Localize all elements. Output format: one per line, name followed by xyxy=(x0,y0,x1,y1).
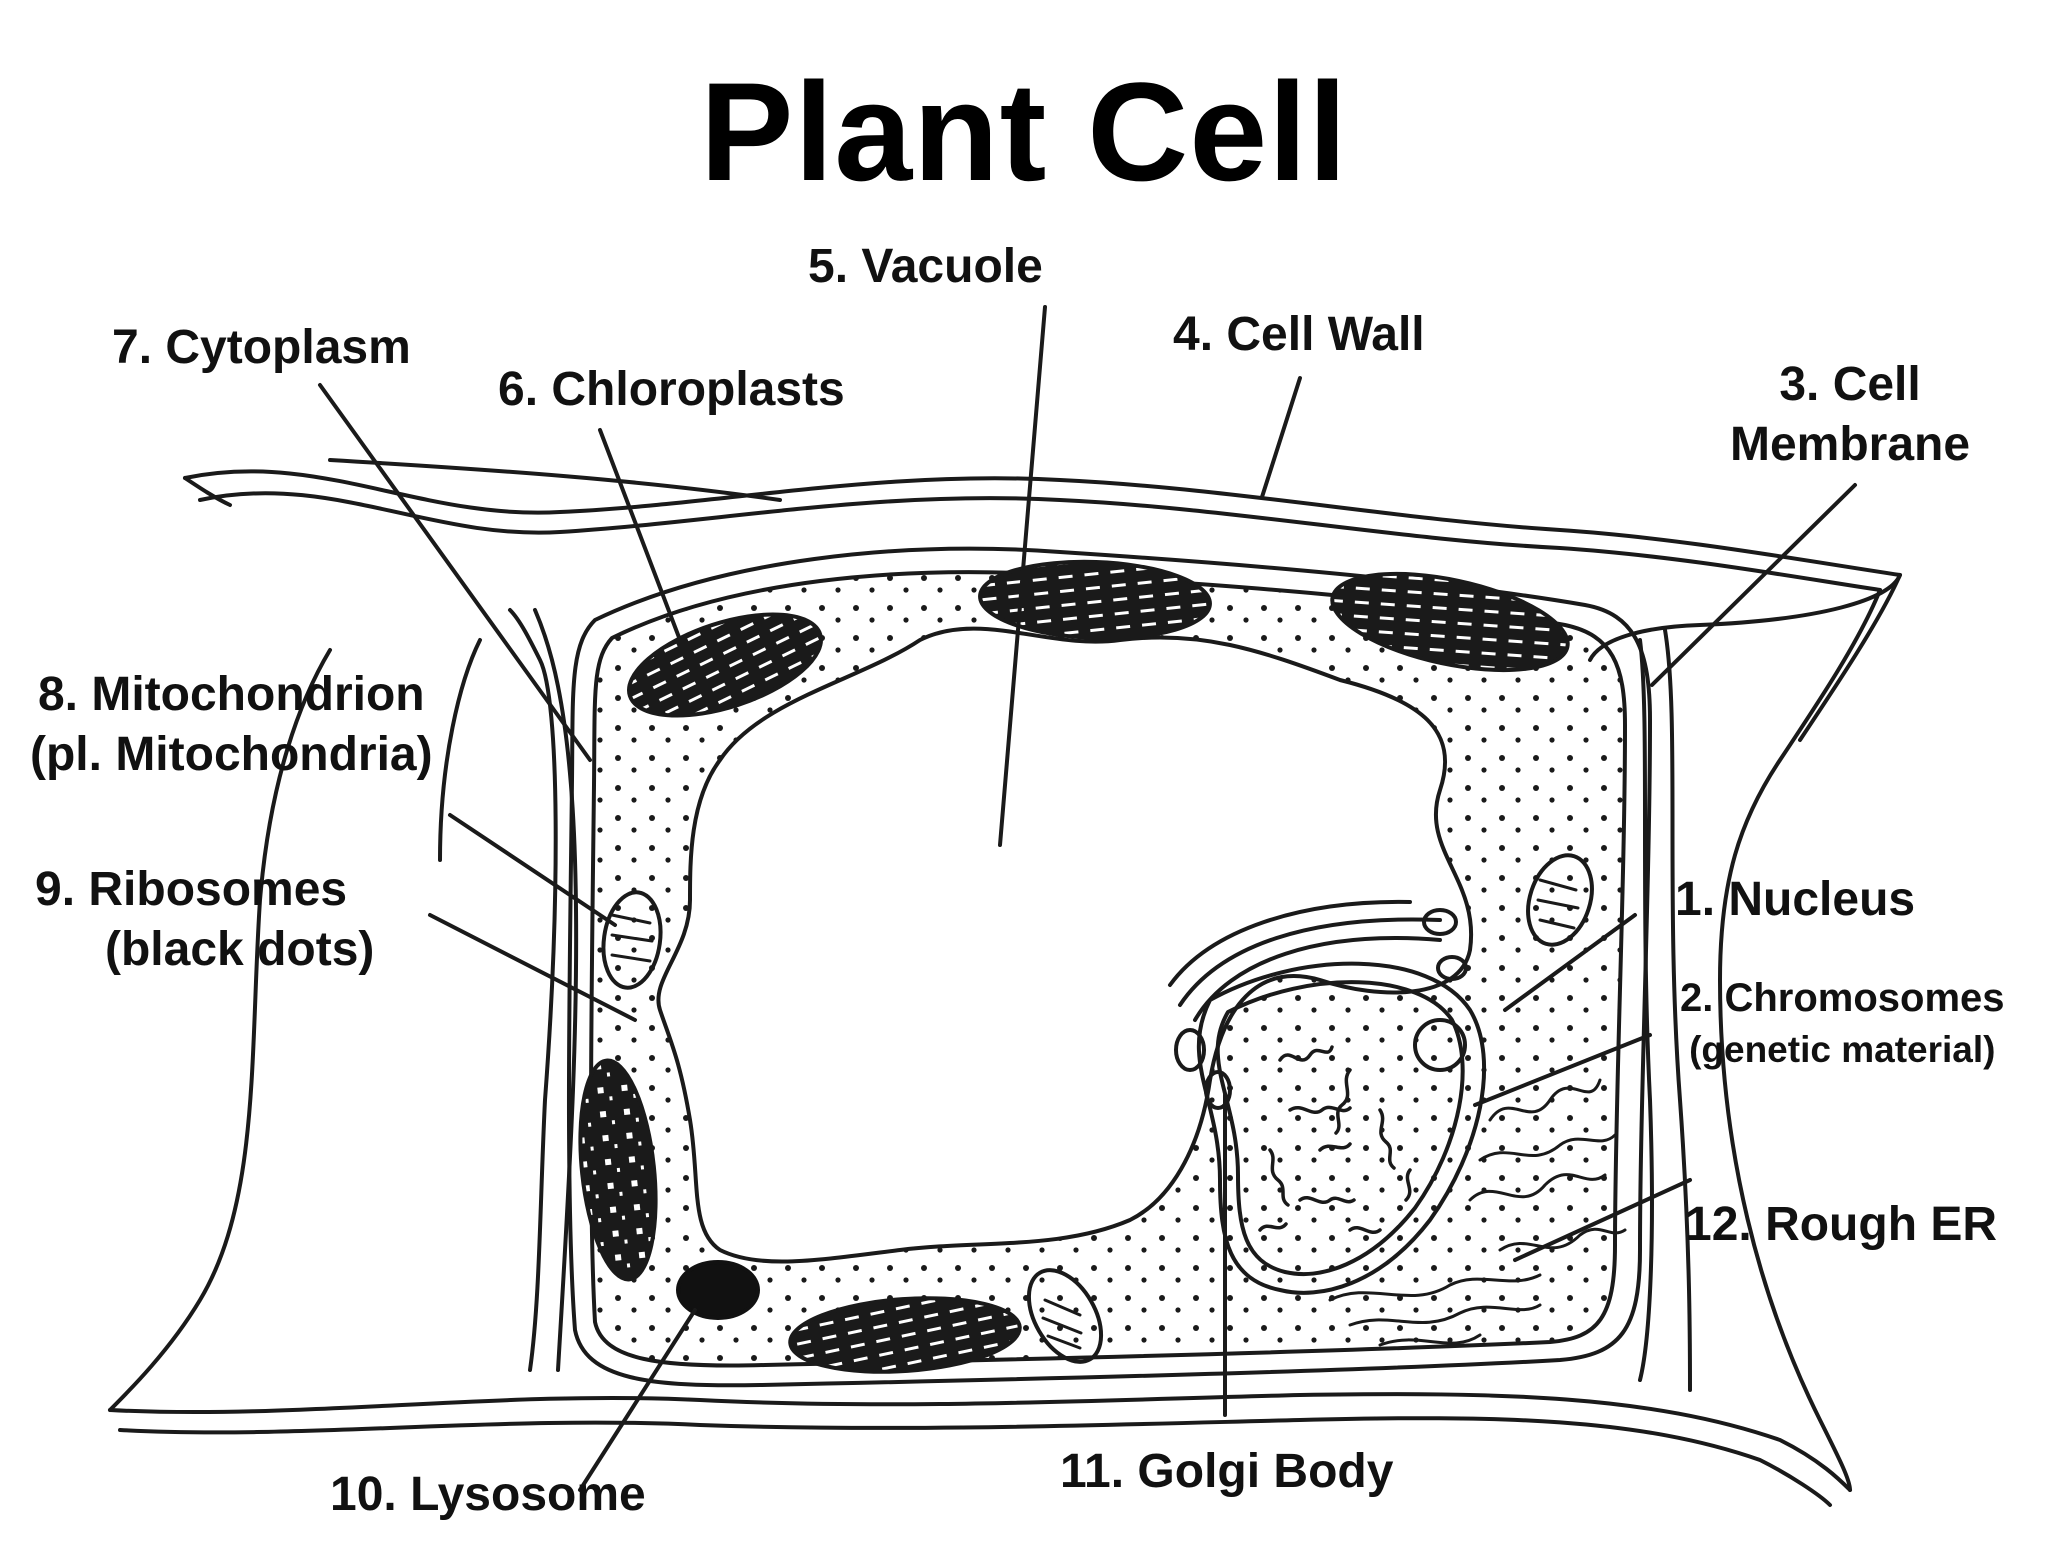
label-vacuole: 5. Vacuole xyxy=(808,237,1043,297)
label-lysosome: 10. Lysosome xyxy=(330,1465,646,1525)
nucleus xyxy=(1196,961,1487,1295)
label-lysosome-text: 10. Lysosome xyxy=(330,1468,646,1521)
label-nucleus: 1. Nucleus xyxy=(1675,870,1915,930)
label-rough-er-text: 12. Rough ER xyxy=(1685,1198,1998,1251)
label-golgi-body-text: 11. Golgi Body xyxy=(1060,1445,1394,1498)
label-cell-membrane-line1: 3. Cell xyxy=(1779,358,1921,411)
chloroplasts xyxy=(578,559,1570,1374)
label-golgi-body: 11. Golgi Body xyxy=(1060,1442,1393,1502)
label-nucleus-text: 1. Nucleus xyxy=(1675,873,1916,926)
lysosome xyxy=(676,1260,760,1320)
label-chromosomes: 2. Chromosomes (genetic material) xyxy=(1680,972,2005,1076)
label-mitochondrion-line2: (pl. Mitochondria) xyxy=(30,728,433,781)
label-cell-wall: 4. Cell Wall xyxy=(1173,305,1425,365)
label-cytoplasm-text: 7. Cytoplasm xyxy=(112,321,411,374)
label-ribosomes: 9. Ribosomes (black dots) xyxy=(35,860,374,980)
label-mitochondrion-line1: 8. Mitochondrion xyxy=(37,668,425,721)
label-vacuole-text: 5. Vacuole xyxy=(808,240,1043,293)
mitochondria xyxy=(601,853,1594,1364)
label-cytoplasm: 7. Cytoplasm xyxy=(112,318,411,378)
label-ribosomes-line1: 9. Ribosomes xyxy=(35,863,348,916)
label-cell-wall-text: 4. Cell Wall xyxy=(1173,308,1425,361)
label-cell-membrane-line2: Membrane xyxy=(1730,418,1971,471)
golgi-body xyxy=(1168,899,1468,1110)
label-ribosomes-line2: (black dots) xyxy=(105,923,375,976)
leader-lines xyxy=(318,305,1857,1492)
label-rough-er: 12. Rough ER xyxy=(1685,1195,1997,1255)
label-chromosomes-line2: (genetic material) xyxy=(1689,1029,1996,1070)
label-cell-membrane: 3. Cell Membrane xyxy=(1730,355,1970,475)
chromosomes xyxy=(1258,1045,1412,1234)
label-chloroplasts: 6. Chloroplasts xyxy=(498,360,845,420)
label-chloroplasts-text: 6. Chloroplasts xyxy=(498,363,845,416)
cell-wall xyxy=(108,458,1902,1507)
rough-er xyxy=(1328,1078,1627,1347)
page-title: Plant Cell xyxy=(700,53,1348,210)
label-chromosomes-line1: 2. Chromosomes xyxy=(1680,976,2005,1020)
label-mitochondrion: 8. Mitochondrion (pl. Mitochondria) xyxy=(30,665,433,785)
